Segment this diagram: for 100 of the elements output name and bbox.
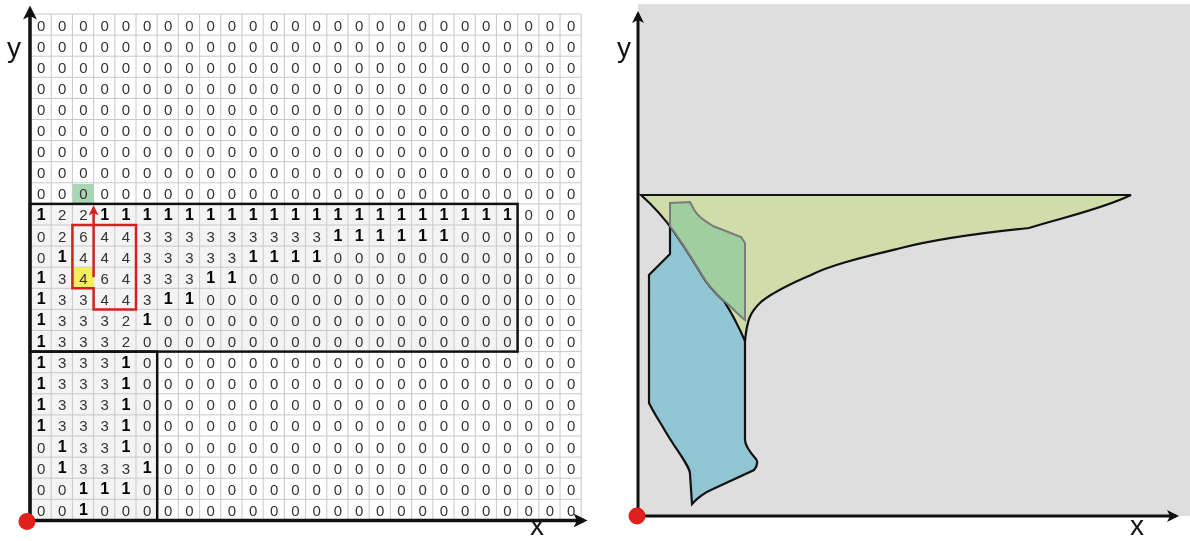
cell-value: 0 [459,289,471,310]
cell-value: 0 [523,57,534,78]
cell-value: 0 [163,353,174,373]
cell-value: 0 [184,121,195,141]
cell-value: 0 [226,395,238,415]
cell-value: 0 [332,500,344,521]
cell-value: 0 [481,57,492,78]
cell-value: 3 [78,416,89,436]
cell-value: 0 [375,395,386,415]
cell-value: 0 [396,458,407,479]
cell-value: 0 [163,458,174,479]
cell-value: 3 [247,226,259,247]
cell-value: 0 [35,500,47,521]
cell-value: 0 [99,500,110,521]
cell-value: 0 [502,99,513,120]
cell-value: 0 [544,247,556,268]
cell-value: 0 [226,353,238,373]
cell-value: 1 [438,204,450,225]
cell-value: 0 [544,184,556,204]
cell-value: 0 [438,310,450,331]
cell-value: 2 [57,226,68,247]
cell-value: 1 [78,500,89,521]
cell-value: 0 [523,78,534,99]
cell-value: 0 [163,395,174,415]
cell-value: 0 [184,374,195,394]
cell-value: 0 [523,99,534,120]
cell-value: 0 [141,99,153,120]
cell-value: 1 [332,226,344,247]
cell-value: 0 [523,500,534,521]
cell-value: 0 [226,121,238,141]
cell-value: 0 [290,416,301,436]
cell-value: 0 [459,479,471,500]
cell-value: 0 [247,437,259,458]
cell-value: 3 [226,247,238,268]
cell-value: 0 [226,416,238,436]
cell-value: 0 [396,332,407,352]
cell-value: 0 [565,268,577,289]
cell-value: 0 [375,500,386,521]
cell-value: 0 [353,163,365,183]
cell-value: 0 [502,268,513,289]
cell-value: 0 [565,205,577,225]
cell-value: 0 [35,57,47,78]
cell-value: 0 [205,289,216,310]
cell-value: 0 [332,374,344,394]
cell-value: 0 [141,163,153,183]
cell-value: 0 [332,437,344,458]
cell-value: 0 [120,78,132,99]
cell-value: 0 [396,268,407,289]
cell-value: 0 [184,15,195,36]
cell-value: 3 [78,289,89,310]
cell-value: 0 [523,226,534,247]
cell-value: 0 [375,36,386,57]
cell-value: 3 [226,226,238,247]
cell-value: 0 [565,289,577,310]
cell-value: 0 [57,121,68,141]
cell-value: 1 [120,479,132,500]
cell-value: 0 [459,15,471,36]
cell-value: 1 [417,204,429,225]
cell-value: 0 [565,332,577,352]
cell-value: 0 [502,57,513,78]
cell-value: 1 [184,204,195,225]
cell-value: 0 [417,479,428,500]
cell-value: 3 [57,395,68,415]
axis-label: y [617,34,631,62]
cell-value: 0 [332,416,344,436]
cell-value: 0 [544,99,556,120]
cell-value: 0 [396,15,407,36]
cell-value: 1 [205,204,217,225]
cell-value: 0 [269,268,280,289]
cell-value: 0 [57,142,68,162]
cell-value: 0 [481,416,492,436]
cell-value: 0 [502,142,513,162]
cell-value: 0 [523,205,534,225]
cell-value: 0 [332,479,344,500]
cell-value: 0 [99,184,110,204]
cell-value: 0 [565,184,577,204]
cell-value: 0 [269,184,280,204]
cell-value: 0 [290,374,301,394]
cell-value: 0 [311,310,322,331]
cell-value: 0 [353,15,365,36]
cell-value: 0 [544,437,556,458]
cell-value: 0 [290,57,301,78]
cell-value: 0 [544,78,556,99]
cell-value: 0 [481,268,492,289]
cell-value: 0 [247,15,259,36]
cell-value: 0 [184,163,195,183]
cell-value: 3 [120,458,132,479]
cell-value: 1 [35,204,47,225]
cell-value: 1 [502,204,513,225]
cell-value: 3 [163,247,174,268]
cell-value: 0 [502,332,513,352]
cell-value: 0 [332,395,344,415]
cell-value: 0 [502,15,513,36]
cell-value: 0 [120,99,132,120]
cell-value: 0 [502,374,513,394]
cell-value: 0 [247,142,259,162]
cell-value: 0 [184,437,195,458]
cell-value: 0 [544,353,556,373]
cell-value: 0 [438,247,450,268]
cell-value: 1 [141,458,153,479]
